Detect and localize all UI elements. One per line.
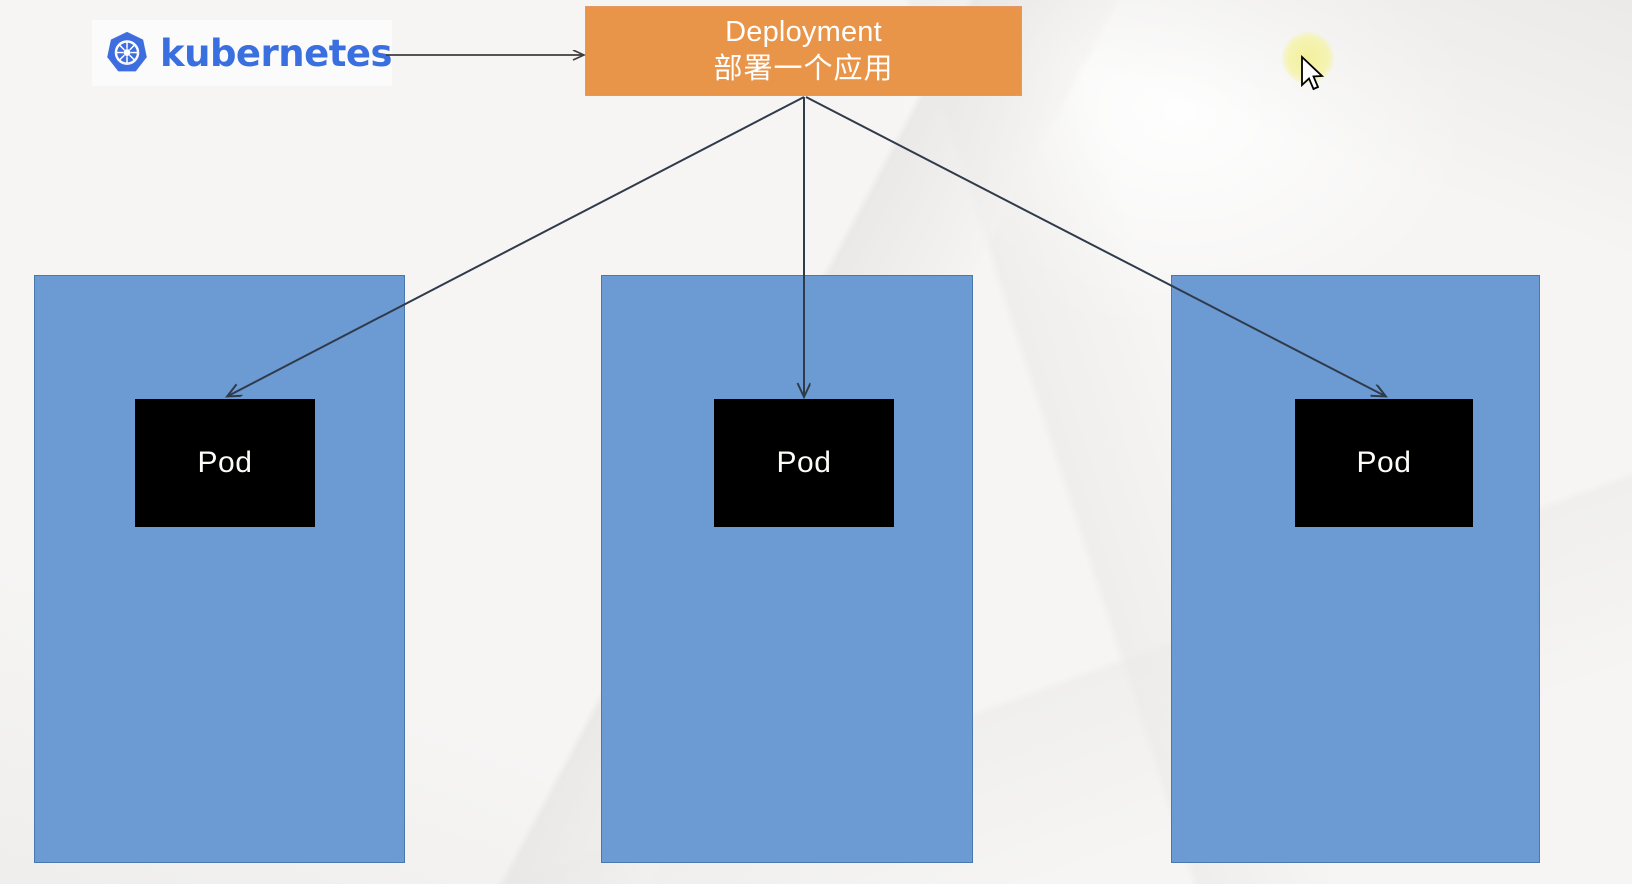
- kubernetes-wordmark: kubernetes: [160, 31, 393, 75]
- deployment-box[interactable]: Deployment 部署一个应用: [585, 6, 1022, 96]
- pod-box-2[interactable]: Pod: [714, 399, 894, 527]
- pod-box-3[interactable]: Pod: [1295, 399, 1473, 527]
- mouse-pointer-icon: [1300, 54, 1326, 95]
- pod-label: Pod: [776, 446, 832, 479]
- pod-label: Pod: [197, 446, 253, 479]
- kubernetes-helm-wheel-icon: [104, 30, 150, 76]
- pod-box-1[interactable]: Pod: [135, 399, 315, 527]
- node-rectangle-1[interactable]: [34, 275, 405, 863]
- pod-label: Pod: [1356, 446, 1412, 479]
- node-rectangle-3[interactable]: [1171, 275, 1540, 863]
- node-rectangle-2[interactable]: [601, 275, 973, 863]
- kubernetes-logo: kubernetes: [92, 20, 393, 86]
- deployment-title: Deployment: [725, 16, 882, 48]
- deployment-subtitle: 部署一个应用: [713, 53, 894, 85]
